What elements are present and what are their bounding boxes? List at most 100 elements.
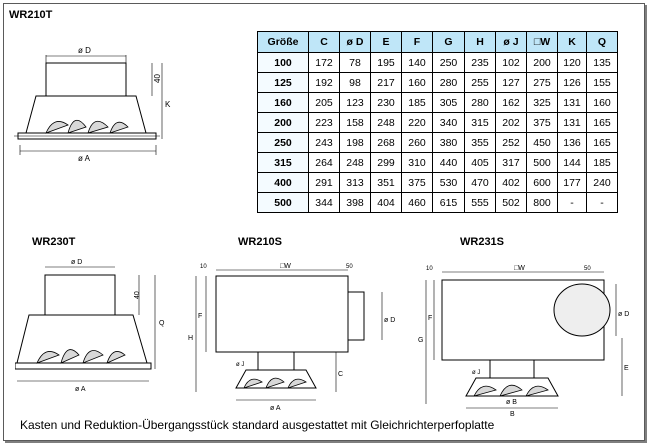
cell: 315: [464, 112, 496, 133]
header-f: F: [401, 31, 433, 53]
cell: 313: [339, 172, 371, 193]
header-d: ø D: [339, 31, 371, 53]
dim-phi-d: ø D: [78, 46, 91, 55]
cell: 400: [257, 172, 309, 193]
cell: 450: [526, 132, 558, 153]
dim-phi-d: ø D: [618, 311, 629, 318]
cell: 275: [526, 72, 558, 93]
cell: 120: [557, 52, 587, 73]
cell: 217: [370, 72, 402, 93]
cell: 205: [308, 92, 340, 113]
header-k: K: [557, 31, 587, 53]
dim-phi-a: ø A: [270, 405, 281, 412]
cell: 220: [401, 112, 433, 133]
cell: 250: [432, 52, 465, 73]
cell: 198: [339, 132, 371, 153]
header-q: Q: [586, 31, 618, 53]
cell: 240: [586, 172, 618, 193]
header-e: E: [370, 31, 402, 53]
cell: 470: [464, 172, 496, 193]
cell: 127: [495, 72, 527, 93]
cell: 162: [495, 92, 527, 113]
model-title-wr210s: WR210S: [238, 236, 283, 248]
cell: 310: [401, 152, 433, 173]
cell: 500: [526, 152, 558, 173]
cell: 195: [370, 52, 402, 73]
cell: 177: [557, 172, 587, 193]
cell: 530: [432, 172, 465, 193]
louvre-blades: [473, 384, 549, 397]
dim-h: H: [188, 335, 193, 342]
dim-q: Q: [159, 320, 165, 327]
louvre-blades: [45, 119, 129, 134]
cell: 131: [557, 112, 587, 133]
side-outlet: [347, 291, 365, 341]
cell: 351: [370, 172, 402, 193]
cell: 500: [257, 192, 309, 213]
dim-e: E: [624, 365, 629, 372]
dim-b: B: [510, 411, 515, 418]
header-c: C: [308, 31, 340, 53]
dim-k: K: [165, 100, 171, 109]
cell: 255: [464, 72, 496, 93]
cell: 160: [586, 92, 618, 113]
table-header-row: Größe C ø D E F G H ø J □W K Q: [257, 31, 618, 53]
dim-50: 50: [346, 264, 353, 270]
side-outlet-circle: [553, 283, 611, 337]
cell: 252: [495, 132, 527, 153]
header-j: ø J: [495, 31, 527, 53]
header-g: G: [432, 31, 465, 53]
cell: 131: [557, 92, 587, 113]
caption: Kasten und Reduktion-Übergangsstück stan…: [20, 418, 495, 432]
cell: 315: [257, 152, 309, 173]
cell: 230: [370, 92, 402, 113]
cell: 380: [432, 132, 465, 153]
cell: 615: [432, 192, 465, 213]
cell: 375: [401, 172, 433, 193]
model-title-wr231s: WR231S: [460, 236, 505, 248]
cell: 375: [526, 112, 558, 133]
cell: 280: [432, 72, 465, 93]
dim-phi-d: ø D: [71, 259, 82, 266]
cell: 260: [401, 132, 433, 153]
cell: 235: [464, 52, 496, 73]
cell: 160: [401, 72, 433, 93]
cell: 202: [495, 112, 527, 133]
cell: 340: [432, 112, 465, 133]
cell: 172: [308, 52, 340, 73]
dim-f: F: [428, 315, 432, 322]
cell: 299: [370, 152, 402, 173]
header-size: Größe: [257, 31, 309, 53]
dim-phi-j: ø J: [236, 362, 244, 368]
cell: -: [586, 192, 618, 213]
cell: 398: [339, 192, 371, 213]
cell: 355: [464, 132, 496, 153]
cell: 280: [464, 92, 496, 113]
header-h: H: [464, 31, 496, 53]
cell: 123: [339, 92, 371, 113]
cell: 155: [586, 72, 618, 93]
duct-collar: [45, 62, 127, 97]
cell: 135: [586, 52, 618, 73]
drawing-wr210t: ø D 40 K ø A: [14, 46, 171, 163]
reducer-box: [25, 95, 147, 134]
dim-f: F: [198, 313, 202, 320]
louvre-blades: [36, 349, 126, 364]
cell: 200: [257, 112, 309, 133]
cell: 405: [464, 152, 496, 173]
cell: 165: [586, 112, 618, 133]
drawing-wr231s: 10 □W 50 G F ø D E ø J ø B B: [418, 265, 629, 418]
cell: 125: [257, 72, 309, 93]
cell: 100: [257, 52, 309, 73]
cell: 440: [432, 152, 465, 173]
cell: 502: [495, 192, 527, 213]
cell: 102: [495, 52, 527, 73]
cell: 243: [308, 132, 340, 153]
cell: 555: [464, 192, 496, 213]
cell: 185: [586, 152, 618, 173]
cell: 402: [495, 172, 527, 193]
